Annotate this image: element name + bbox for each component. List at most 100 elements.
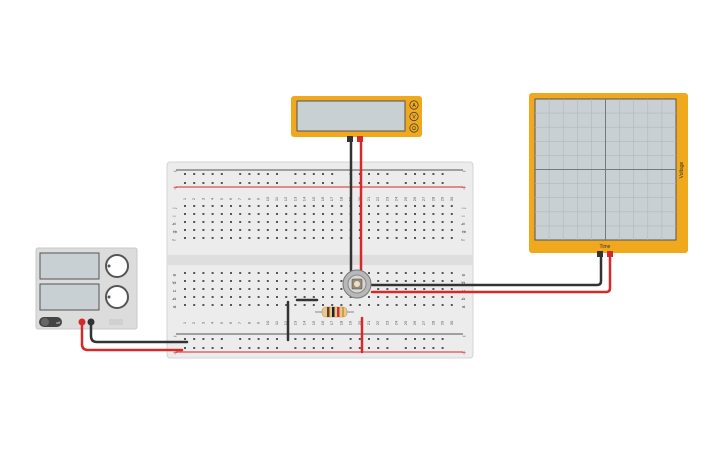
power-off-label: off bbox=[56, 320, 61, 325]
column-number: 29 bbox=[440, 320, 445, 325]
column-number: 7 bbox=[237, 321, 242, 324]
column-number: 5 bbox=[219, 321, 224, 324]
multimeter-mode-label: A bbox=[412, 103, 416, 109]
oscilloscope-x-label: Time bbox=[600, 244, 611, 250]
rail-plus-label: + bbox=[173, 185, 177, 192]
rail-plus-label: + bbox=[462, 350, 466, 357]
multimeter-mode-button[interactable]: V bbox=[409, 111, 419, 122]
column-number: 20 bbox=[357, 196, 362, 201]
column-number: 4 bbox=[210, 197, 215, 200]
rail-minus-label: − bbox=[173, 334, 177, 340]
column-number: 9 bbox=[256, 321, 261, 324]
column-number: 5 bbox=[219, 197, 224, 200]
column-number: 4 bbox=[210, 321, 215, 324]
column-number: 24 bbox=[394, 196, 399, 201]
row-letter: e bbox=[461, 273, 467, 276]
rail-plus-label: + bbox=[173, 350, 177, 357]
column-number: 23 bbox=[384, 196, 389, 201]
rail-minus-label: − bbox=[173, 169, 177, 175]
column-number: 3 bbox=[200, 197, 205, 200]
column-number: 14 bbox=[302, 320, 307, 325]
column-number: 21 bbox=[366, 320, 371, 325]
row-letter: h bbox=[172, 222, 178, 225]
resistor[interactable] bbox=[315, 306, 354, 318]
column-number: 22 bbox=[375, 320, 380, 325]
oscilloscope-y-label: Voltage bbox=[679, 161, 685, 178]
column-number: 18 bbox=[338, 320, 343, 325]
row-letter: i bbox=[461, 215, 467, 216]
column-number: 11 bbox=[274, 320, 279, 325]
column-number: 6 bbox=[228, 197, 233, 200]
row-letter: b bbox=[172, 297, 178, 300]
potentiometer[interactable] bbox=[342, 269, 372, 299]
column-number: 2 bbox=[191, 321, 196, 324]
row-letter: b bbox=[461, 297, 467, 300]
column-number: 21 bbox=[366, 196, 371, 201]
multimeter[interactable]: AVΩ bbox=[291, 96, 422, 142]
column-number: 26 bbox=[412, 320, 417, 325]
column-number: 30 bbox=[449, 196, 454, 201]
column-number: 14 bbox=[302, 196, 307, 201]
column-number: 17 bbox=[329, 320, 334, 325]
column-number: 12 bbox=[283, 320, 288, 325]
column-number: 10 bbox=[265, 196, 270, 201]
column-number: 15 bbox=[311, 320, 316, 325]
row-letter: d bbox=[172, 281, 178, 284]
column-number: 16 bbox=[320, 320, 325, 325]
column-number: 27 bbox=[421, 320, 426, 325]
column-number: 29 bbox=[440, 196, 445, 201]
column-number: 13 bbox=[292, 196, 297, 201]
column-number: 28 bbox=[430, 320, 435, 325]
multimeter-mode-button[interactable]: Ω bbox=[409, 123, 419, 133]
rail-plus-label: + bbox=[462, 185, 466, 192]
row-letter: e bbox=[172, 273, 178, 276]
row-letter: g bbox=[461, 230, 467, 233]
row-letter: f bbox=[172, 239, 178, 241]
column-number: 3 bbox=[200, 321, 205, 324]
current-knob[interactable] bbox=[105, 285, 129, 309]
row-letter: a bbox=[172, 305, 178, 308]
column-number: 13 bbox=[292, 320, 297, 325]
column-number: 9 bbox=[256, 197, 261, 200]
multimeter-mode-label: Ω bbox=[412, 126, 416, 132]
column-number: 11 bbox=[274, 196, 279, 201]
column-number: 26 bbox=[412, 196, 417, 201]
column-number: 10 bbox=[265, 320, 270, 325]
column-number: 24 bbox=[394, 320, 399, 325]
column-number: 18 bbox=[338, 196, 343, 201]
oscilloscope[interactable]: Time Voltage bbox=[529, 93, 688, 257]
column-number: 8 bbox=[246, 197, 251, 200]
column-number: 8 bbox=[246, 321, 251, 324]
multimeter-mode-button[interactable]: A bbox=[409, 100, 419, 110]
column-number: 1 bbox=[182, 321, 187, 324]
column-number: 25 bbox=[403, 196, 408, 201]
column-number: 30 bbox=[449, 320, 454, 325]
row-letter: c bbox=[172, 289, 178, 292]
row-letter: j bbox=[461, 207, 467, 209]
column-number: 17 bbox=[329, 196, 334, 201]
column-number: 19 bbox=[348, 320, 353, 325]
row-letter: h bbox=[461, 222, 467, 225]
column-number: 23 bbox=[384, 320, 389, 325]
column-number: 20 bbox=[357, 320, 362, 325]
row-letter: g bbox=[172, 230, 178, 233]
row-letter: a bbox=[461, 305, 467, 308]
power-supply[interactable]: off bbox=[35, 247, 138, 330]
rail-minus-label: − bbox=[462, 334, 466, 340]
column-number: 25 bbox=[403, 320, 408, 325]
column-number: 12 bbox=[283, 196, 288, 201]
row-letter: i bbox=[172, 215, 178, 216]
column-number: 15 bbox=[311, 196, 316, 201]
column-number: 22 bbox=[375, 196, 380, 201]
column-number: 7 bbox=[237, 197, 242, 200]
column-number: 27 bbox=[421, 196, 426, 201]
column-number: 6 bbox=[228, 321, 233, 324]
column-number: 16 bbox=[320, 196, 325, 201]
column-number: 2 bbox=[191, 197, 196, 200]
voltage-knob[interactable] bbox=[105, 254, 129, 278]
column-number: 28 bbox=[430, 196, 435, 201]
rail-minus-label: − bbox=[462, 169, 466, 175]
row-letter: j bbox=[172, 207, 178, 209]
